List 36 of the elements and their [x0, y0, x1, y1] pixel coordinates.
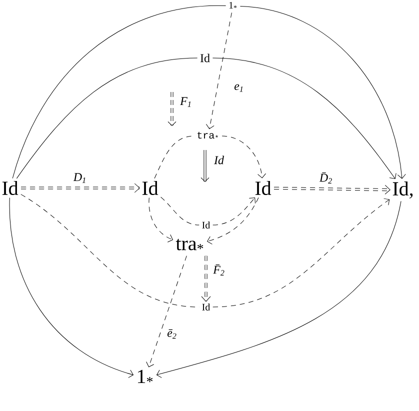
arrow [212, 198, 390, 308]
connector-line [20, 194, 200, 308]
double-arrow [274, 185, 390, 194]
connector-line [16, 58, 198, 179]
edge-label: e$_{1}$ [233, 83, 245, 93]
cell-label: Id [214, 156, 224, 164]
double-arrow [201, 256, 211, 302]
object-label: 1$_{*}$ [138, 370, 153, 384]
object-label: Id, [392, 182, 413, 198]
double-arrow [21, 183, 140, 193]
object-label: Id [255, 180, 272, 196]
object-label: tra$_{*}$ [198, 132, 218, 139]
arrow [207, 197, 259, 244]
edge-label: D̄$_{2}$ [318, 172, 334, 184]
edge-label: F̄$_{2}$ [212, 264, 226, 276]
cell-label: F$_{1}$ [180, 97, 191, 107]
object-label: 1$_{*}$ [229, 2, 237, 9]
arrow [156, 200, 402, 378]
arrow [9, 197, 134, 378]
object-label: Id [2, 180, 18, 196]
arrow [212, 198, 256, 226]
connector-line [12, 6, 226, 179]
arrow [222, 136, 266, 178]
arrow [240, 6, 406, 179]
object-label: Id [202, 303, 210, 311]
arrow [206, 12, 232, 130]
arrow [148, 197, 173, 242]
arrow [212, 58, 396, 179]
edge-label: D$_{1}$ [72, 172, 88, 184]
edge-label: ē$_{2}$ [166, 328, 178, 340]
arrow [146, 256, 187, 368]
object-label: Id [202, 221, 210, 229]
object-label: tra$_{*}$ [176, 238, 204, 250]
object-label: Id [142, 180, 158, 196]
connector-line [160, 196, 200, 226]
object-label: Id [200, 54, 210, 62]
